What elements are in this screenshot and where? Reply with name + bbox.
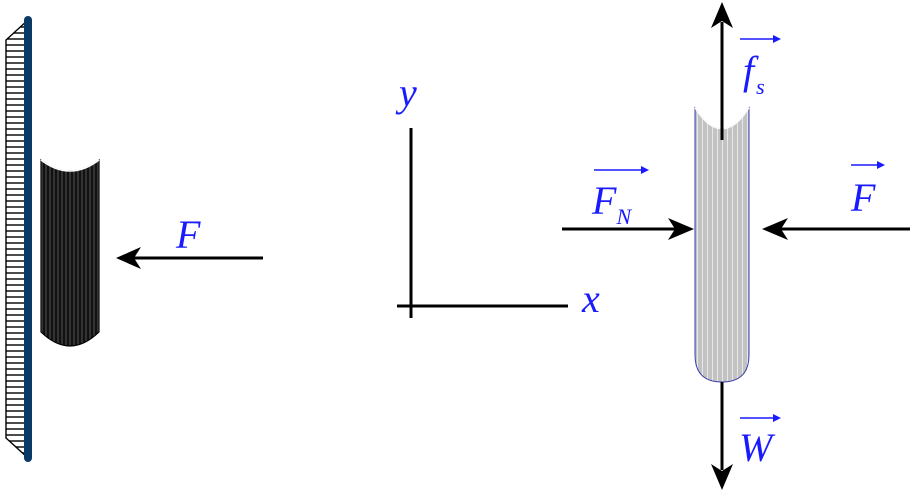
- object-cylinder: [40, 158, 100, 347]
- applied-force-label-right: F: [850, 175, 876, 220]
- wall: [5, 16, 32, 462]
- weight-label: W: [739, 425, 776, 470]
- applied-vector-bar: [851, 161, 885, 169]
- weight-vector-bar: [740, 414, 781, 422]
- weight-force-arrow: [711, 382, 733, 490]
- normal-force-label: FN: [591, 178, 632, 229]
- friction-subscript: s: [756, 74, 765, 99]
- force-label-left: F: [175, 212, 201, 257]
- friction-label: fs: [743, 48, 765, 99]
- x-axis-label: x: [581, 276, 600, 321]
- free-body-object: [694, 106, 750, 383]
- coordinate-axes: [397, 128, 568, 318]
- friction-force-arrow: [711, 2, 733, 140]
- friction-vector-bar: [740, 35, 781, 43]
- normal-vector-bar: [594, 166, 649, 174]
- applied-force-arrow-right: [762, 218, 910, 240]
- normal-force-symbol: F: [591, 178, 617, 223]
- applied-force-arrow-left: [116, 247, 263, 269]
- normal-force-subscript: N: [615, 204, 632, 229]
- y-axis-label: y: [395, 70, 417, 115]
- normal-force-arrow: [562, 218, 694, 240]
